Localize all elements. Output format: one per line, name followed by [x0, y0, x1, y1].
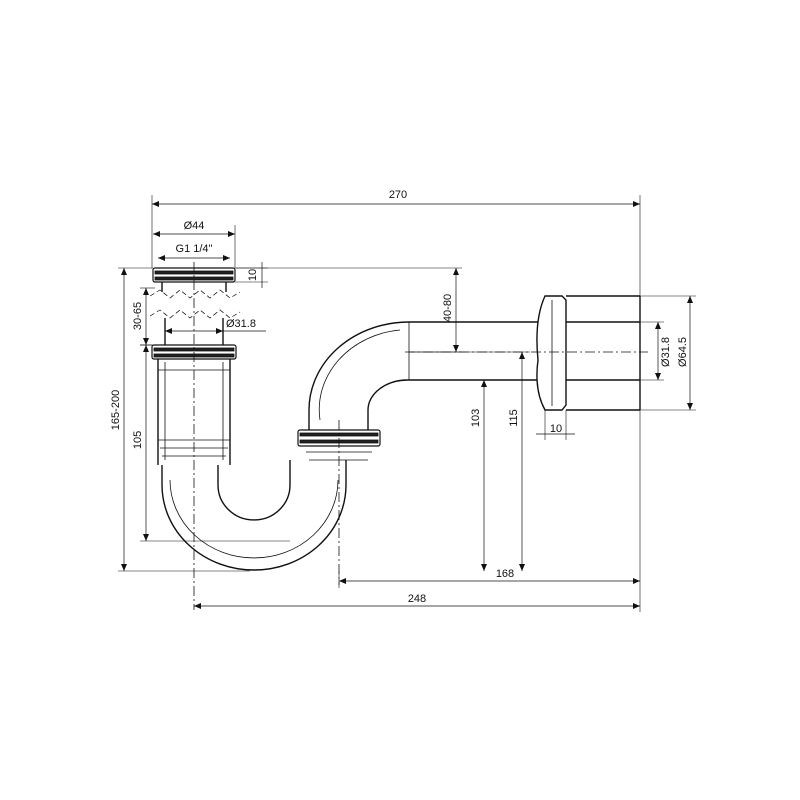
siphon-body [149, 262, 648, 610]
label-overall-height-range: 165-200 [110, 390, 122, 430]
label-outlet-height-103: 103 [470, 409, 482, 427]
label-nut-height: 10 [247, 269, 259, 281]
label-adjustable-range: 30-65 [132, 302, 144, 330]
label-inlet-thread: G1 1/4" [176, 243, 213, 255]
label-overall-length: 270 [389, 189, 407, 201]
break-lines [149, 289, 241, 319]
label-total-horizontal: 248 [408, 593, 426, 605]
label-inlet-depth: 105 [132, 431, 144, 449]
dimension-lines [118, 195, 696, 612]
label-inlet-pipe-diameter: Ø31.8 [226, 318, 256, 330]
label-outlet-pipe-diameter: Ø31.8 [660, 337, 672, 367]
label-inlet-outer-diameter: Ø44 [184, 220, 205, 232]
label-flange-thickness: 10 [550, 423, 562, 435]
label-wall-flange-diameter: Ø64.5 [677, 337, 689, 367]
wall-flange [536, 295, 641, 411]
label-outlet-offset-range: 40-80 [442, 294, 454, 322]
label-outlet-height-115: 115 [508, 409, 520, 427]
dimension-labels: 270 Ø44 G1 1/4" 10 30-65 Ø31.8 165-200 1… [110, 189, 689, 605]
label-outlet-horizontal: 168 [496, 568, 514, 580]
